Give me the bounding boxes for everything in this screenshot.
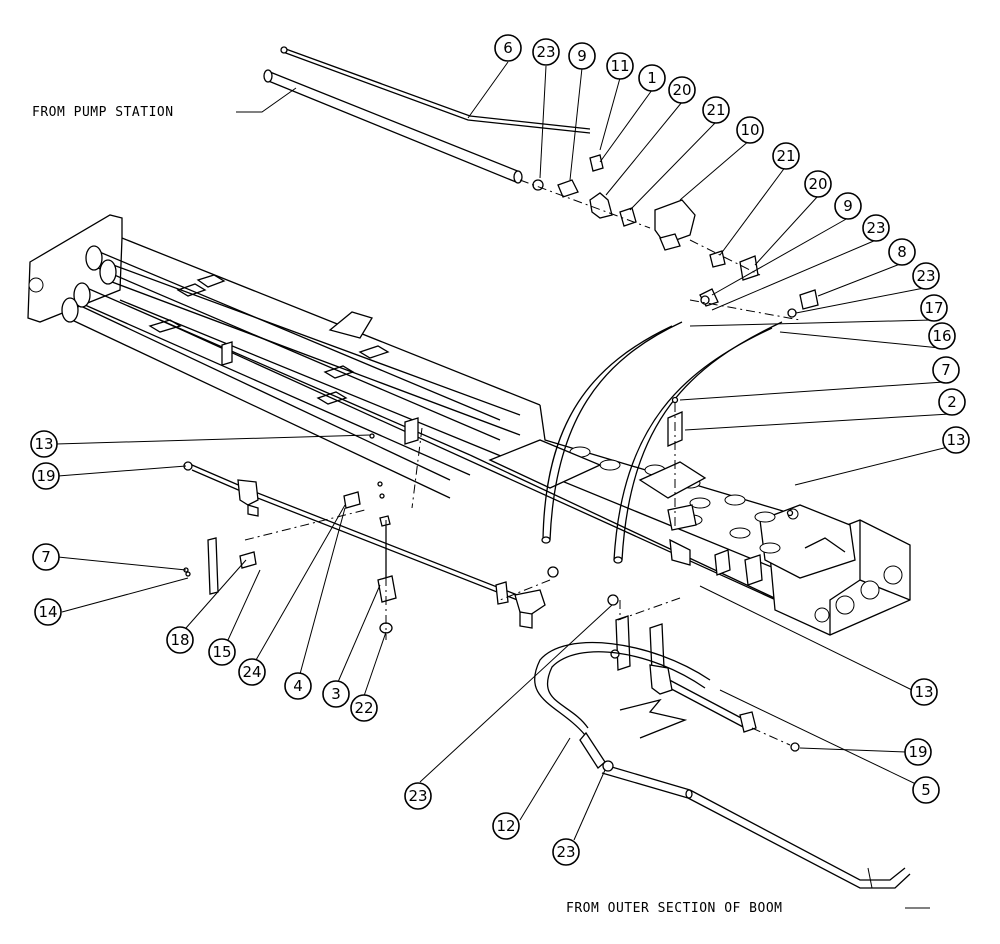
callout-9a: 9 — [568, 42, 596, 70]
callout-23a: 23 — [532, 38, 560, 66]
callout-12: 12 — [492, 812, 520, 840]
svg-text:13: 13 — [946, 431, 965, 449]
callout-13a: 13 — [942, 426, 970, 454]
svg-text:20: 20 — [672, 81, 691, 99]
callout-7a: 7 — [932, 356, 960, 384]
svg-text:5: 5 — [921, 781, 931, 799]
svg-text:23: 23 — [536, 43, 555, 61]
svg-text:6: 6 — [503, 39, 513, 57]
leader-lines — [55, 61, 953, 909]
svg-text:8: 8 — [897, 243, 907, 261]
svg-text:23: 23 — [916, 267, 935, 285]
callout-8: 8 — [888, 238, 916, 266]
spray-pipe-assembly — [183, 427, 800, 752]
svg-text:3: 3 — [331, 685, 341, 703]
callout-9b: 9 — [834, 192, 862, 220]
svg-text:21: 21 — [776, 147, 795, 165]
callout-23c: 23 — [912, 262, 940, 290]
callout-18: 18 — [166, 626, 194, 654]
pump-supply-pipe-assembly — [263, 46, 819, 321]
svg-text:1: 1 — [647, 69, 657, 87]
callout-13c: 13 — [910, 678, 938, 706]
callout-23e: 23 — [552, 838, 580, 866]
svg-text:7: 7 — [941, 361, 951, 379]
svg-text:11: 11 — [610, 57, 629, 75]
callout-20b: 20 — [804, 170, 832, 198]
callout-3: 3 — [322, 680, 350, 708]
callout-6: 6 — [494, 34, 522, 62]
svg-text:22: 22 — [354, 699, 373, 717]
svg-text:20: 20 — [808, 175, 827, 193]
svg-text:7: 7 — [41, 548, 51, 566]
callout-14: 14 — [34, 598, 62, 626]
svg-text:4: 4 — [293, 677, 303, 695]
callout-2: 2 — [938, 388, 966, 416]
svg-text:18: 18 — [170, 631, 189, 649]
callout-13b: 13 — [30, 430, 58, 458]
bracket-fasteners — [667, 396, 794, 530]
callout-7b: 7 — [32, 543, 60, 571]
callout-22: 22 — [350, 694, 378, 722]
callout-23b: 23 — [862, 214, 890, 242]
callout-17: 17 — [920, 294, 948, 322]
svg-text:19: 19 — [908, 743, 927, 761]
svg-text:14: 14 — [38, 603, 57, 621]
from-outer-section-note: FROM OUTER SECTION OF BOOM — [566, 901, 783, 916]
callout-10: 10 — [736, 116, 764, 144]
vertical-hoses — [541, 321, 783, 606]
svg-text:10: 10 — [740, 121, 759, 139]
svg-text:23: 23 — [556, 843, 575, 861]
callout-11: 11 — [606, 52, 634, 80]
boom-frame — [27, 214, 911, 636]
callout-4: 4 — [284, 672, 312, 700]
callout-24: 24 — [238, 658, 266, 686]
svg-text:9: 9 — [843, 197, 853, 215]
callout-23d: 23 — [404, 782, 432, 810]
callout-5: 5 — [912, 776, 940, 804]
svg-text:12: 12 — [496, 817, 515, 835]
callout-1: 1 — [638, 64, 666, 92]
svg-text:15: 15 — [212, 643, 231, 661]
svg-text:9: 9 — [577, 47, 587, 65]
callout-21b: 21 — [772, 142, 800, 170]
svg-text:23: 23 — [408, 787, 427, 805]
svg-text:13: 13 — [34, 435, 53, 453]
svg-text:13: 13 — [914, 683, 933, 701]
svg-text:17: 17 — [924, 299, 943, 317]
from-pump-station-note: FROM PUMP STATION — [32, 105, 174, 120]
callout-21a: 21 — [702, 96, 730, 124]
callout-15: 15 — [208, 638, 236, 666]
svg-text:16: 16 — [932, 327, 951, 345]
svg-text:21: 21 — [706, 101, 725, 119]
callout-20a: 20 — [668, 76, 696, 104]
callout-19a: 19 — [32, 462, 60, 490]
svg-text:19: 19 — [36, 467, 55, 485]
svg-text:24: 24 — [242, 663, 261, 681]
callout-16: 16 — [928, 322, 956, 350]
callout-19b: 19 — [904, 738, 932, 766]
outer-section-hose — [534, 641, 911, 889]
svg-text:23: 23 — [866, 219, 885, 237]
svg-text:2: 2 — [947, 393, 957, 411]
